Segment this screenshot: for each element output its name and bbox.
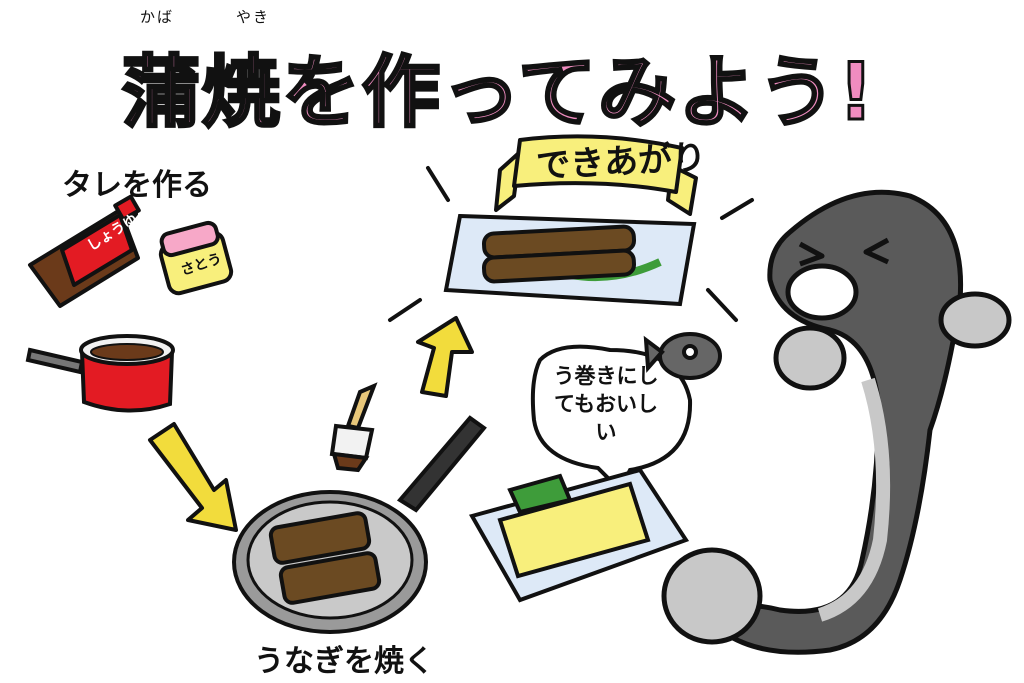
speech-bubble-icon (530, 344, 693, 494)
page-title: 蒲焼を作ってみよう! (121, 47, 876, 140)
sparkle-lines-icon (388, 166, 754, 322)
done-banner-icon (494, 134, 698, 216)
title-ruby-yaki: やき (236, 8, 271, 26)
basting-brush-icon (329, 382, 378, 473)
sugar-jar-icon (158, 220, 234, 296)
title-ruby-kaba: かば (140, 8, 175, 26)
pot-icon (25, 334, 175, 413)
step-grill-eel-label: うなぎを焼く (254, 644, 434, 679)
arrow-to-plate-icon (416, 316, 474, 398)
kabayaki-plate-icon (443, 213, 697, 307)
eel-mascot-icon (661, 189, 1012, 655)
umaki-plate-icon (468, 467, 690, 603)
frying-pan-icon (232, 415, 487, 634)
done-banner-label: できあがり (535, 137, 708, 187)
step-make-sauce-label: タレを作る (62, 168, 212, 203)
arrow-to-pan-icon (148, 422, 238, 532)
small-fish-icon (643, 332, 722, 380)
soy-sauce-bottle-icon (28, 194, 141, 308)
speech-bubble-text: う巻きにしてもおいしい (553, 364, 659, 444)
